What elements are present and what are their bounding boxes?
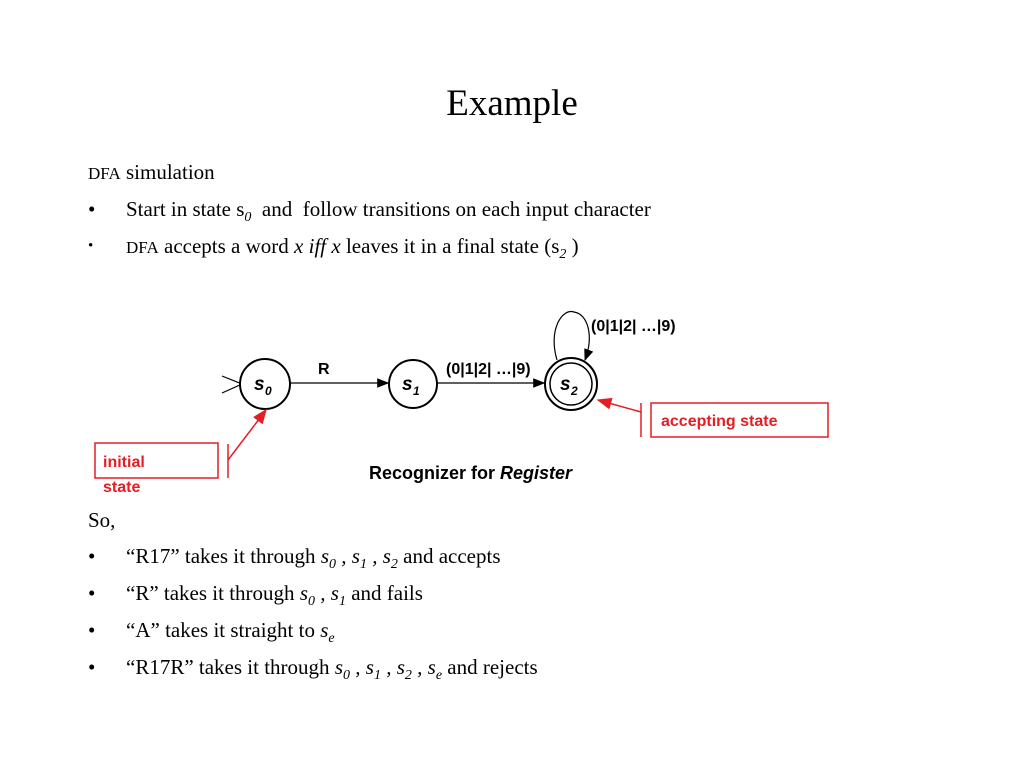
text-part: DFA [126,238,159,257]
top-bullet-2-text: DFA accepts a word x iff x leaves it in … [126,234,579,263]
top-bullet-2: • DFA accepts a word x iff x leaves it i… [0,234,1024,264]
start-marker [221,375,244,394]
bottom-bullet-3-text: “A” takes it straight to se [126,618,335,647]
edge-label-s0-s1: R [318,361,330,378]
accepting-callout-box [650,402,829,438]
bullet-marker: • [88,544,96,568]
state-s0-sub: 0 [265,384,272,398]
initial-callout-box [94,442,219,479]
edge-s2-loop [553,311,594,362]
text-part: x [331,234,341,258]
text-part: takes it through [179,544,321,568]
bullet-marker: • [88,618,96,642]
subscript: 2 [559,247,567,263]
intro-text: simulation [126,160,215,184]
text-part: iff [303,234,332,258]
text-part: and accepts [397,544,501,568]
text-part: “R17R” [126,655,194,679]
subscript: 2 [390,557,398,573]
text-part: and fails [345,581,423,605]
state-s1-label: s [402,374,413,395]
subscript: e [328,631,335,647]
subscript: 0 [308,594,315,610]
subscript: 2 [404,668,412,684]
bottom-bullet-4-text: “R17R” takes it through s0 , s1 , s2 , s… [126,655,538,684]
text-part: takes it through [158,581,300,605]
state-s1: s 1 [388,359,438,409]
caption-italic: Register [500,463,573,483]
subscript: e [435,668,443,684]
state-s2-label: s [560,374,571,395]
top-bullet-1: • Start in state s0 and follow transitio… [0,197,1024,227]
bottom-bullet-3: • “A” takes it straight to se [0,618,1024,648]
initial-callout-line2: state [103,479,140,496]
bottom-bullet-1: • “R17” takes it through s0 , s1 , s2 an… [0,544,1024,574]
text-part: leaves it in a final state (s [340,234,560,258]
text-part: takes it through [193,655,335,679]
bottom-bullet-1-text: “R17” takes it through s0 , s1 , s2 and … [126,544,501,573]
subscript: 1 [359,557,367,573]
top-bullet-1-text: Start in state s0 and follow transitions… [126,197,651,226]
subscript: 0 [343,668,350,684]
bullet-marker: • [88,655,96,679]
subscript: 0 [329,557,336,573]
slide-title: Example [446,83,578,124]
text-part: “R17” [126,544,180,568]
edge-label-s1-s2: (0|1|2| …|9) [446,361,531,378]
text-part: and follow transitions on each input cha… [251,197,651,221]
text-part: accepts a word [158,234,295,258]
bottom-bullet-2: • “R” takes it through s0 , s1 and fails [0,581,1024,611]
bottom-bullet-2-text: “R” takes it through s0 , s1 and fails [126,581,423,610]
intro-line: DFA simulation [88,160,215,185]
bullet-marker: • [88,581,96,605]
state-s2-sub: 2 [570,384,578,398]
accepting-callout-arrow [596,397,642,413]
text-part: x [294,234,304,258]
bullet-marker: • [88,197,96,221]
accepting-callout-label: accepting state [661,413,778,430]
state-s1-sub: 1 [413,384,420,398]
subscript: 1 [338,594,346,610]
intro-prefix: DFA [88,164,121,183]
state-s2: s 2 [544,357,598,411]
initial-callout-arrow [227,408,267,461]
text-part: and rejects [442,655,538,679]
diagram-caption: Recognizer for Register [369,463,573,483]
bullet-marker: • [88,238,94,254]
text-part: “R” [126,581,159,605]
subscript: 0 [244,210,252,226]
edge-label-s2-loop: (0|1|2| …|9) [591,318,676,335]
text-part: “A” [126,618,160,642]
initial-callout-line1: initial [103,454,145,471]
subscript: 1 [373,668,381,684]
text-part: takes it straight to [159,618,321,642]
state-s0: s 0 [239,358,291,410]
text-part: ) [566,234,579,258]
text-part: Start in state s [126,197,245,221]
caption-prefix: Recognizer for [369,463,500,483]
bottom-bullet-4: • “R17R” takes it through s0 , s1 , s2 ,… [0,655,1024,685]
state-s0-label: s [254,374,265,395]
so-label: So, [88,508,116,532]
